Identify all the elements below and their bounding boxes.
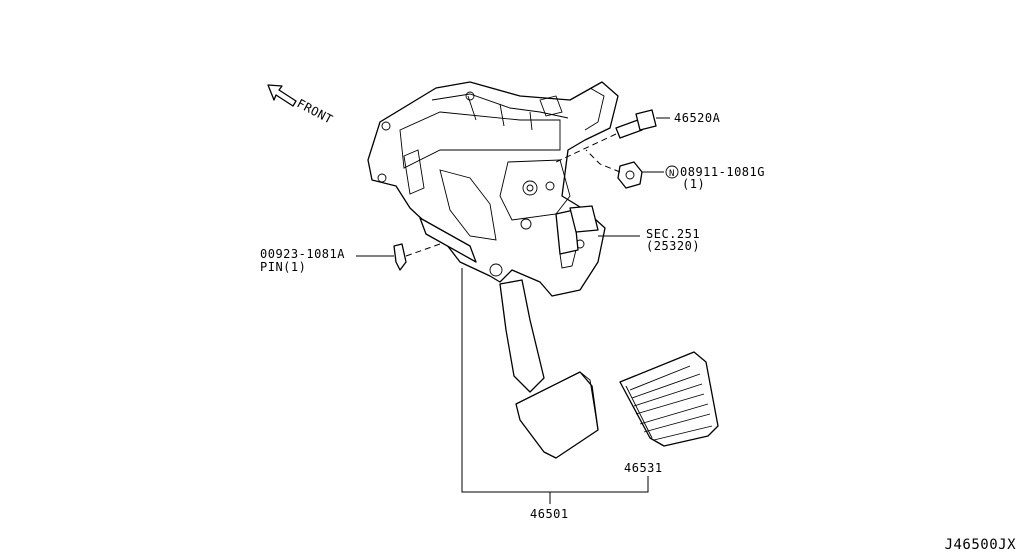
callout-sec-ref: SEC.251 xyxy=(646,227,700,241)
leader-assy-bracket xyxy=(461,268,649,493)
n-circle-icon xyxy=(665,165,679,179)
callout-sec-part: (25320) xyxy=(646,239,700,253)
pedal-bracket xyxy=(367,81,619,297)
stop-lamp-switch xyxy=(555,205,599,269)
nut-08911-1081g xyxy=(617,161,643,189)
callout-pedal-assy: 46501 xyxy=(530,507,569,521)
pin-dash-line xyxy=(405,243,441,257)
bolt-dash-line xyxy=(555,133,617,163)
callout-pin-code: 00923-1081A xyxy=(260,247,345,261)
callout-nut-qty: (1) xyxy=(682,177,705,191)
callout-nut-symbol: N xyxy=(669,169,675,179)
diagram-id: J46500JX xyxy=(945,537,1017,553)
callout-bolt: 46520A xyxy=(674,111,721,125)
bolt-46520a xyxy=(615,109,657,139)
nut-dash-line xyxy=(585,149,621,173)
front-arrow-icon xyxy=(267,84,297,107)
callout-pedal-pad: 46531 xyxy=(624,461,663,475)
pedal-pad xyxy=(619,351,719,447)
front-label: FRONT xyxy=(295,96,336,126)
pedal-lever xyxy=(499,279,599,459)
callout-pin-label: PIN(1) xyxy=(260,260,306,274)
pin-clip xyxy=(393,217,477,271)
callout-nut-code: 08911-1081G xyxy=(680,165,765,179)
